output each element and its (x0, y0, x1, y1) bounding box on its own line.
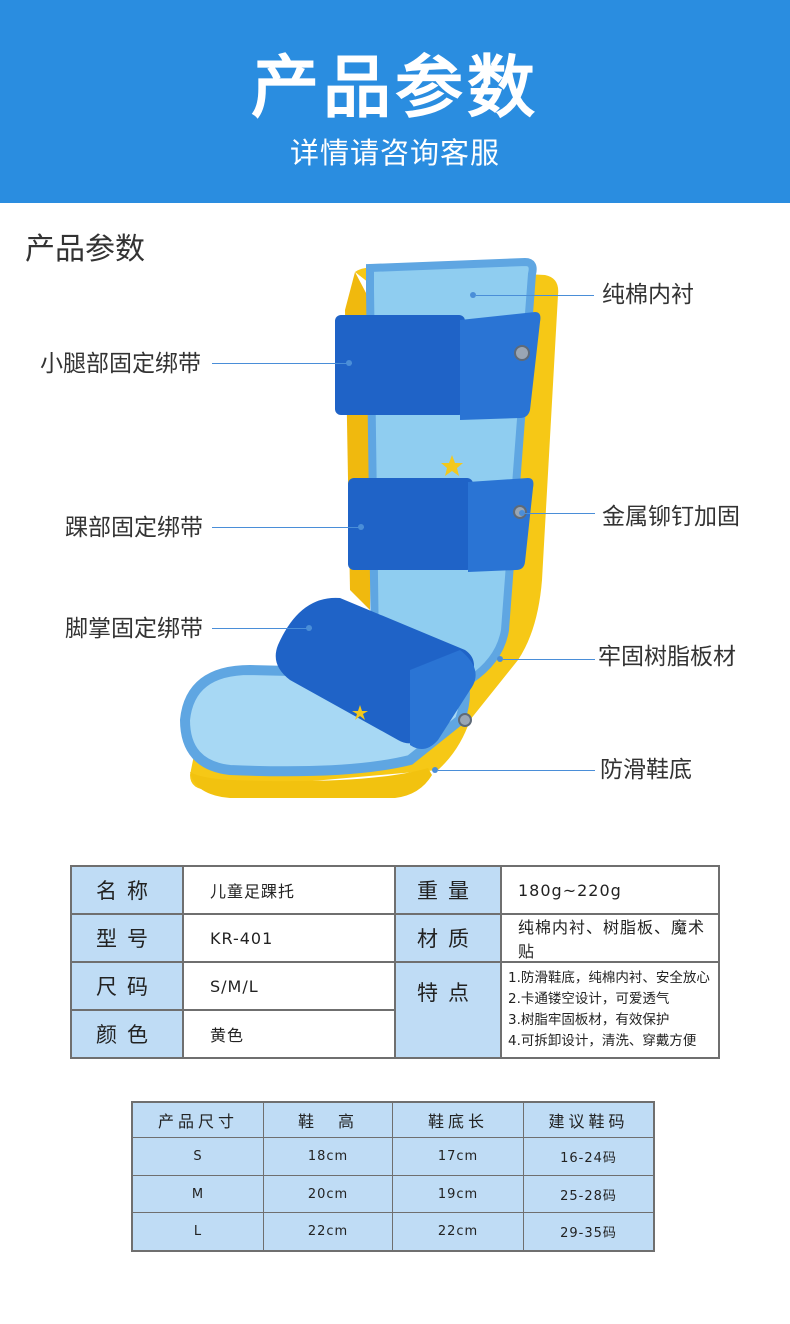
size-cell: 16-24码 (524, 1138, 653, 1176)
sole-strap-tab (410, 650, 476, 749)
spec-weight-value: 180g~220g (502, 867, 718, 915)
sole-rivet (458, 713, 472, 727)
header-banner: 产品参数 详情请咨询客服 (0, 0, 790, 203)
spec-size-value: S/M/L (184, 963, 396, 1011)
banner-subtitle: 详情请咨询客服 (289, 136, 500, 170)
callout-line (212, 363, 352, 364)
size-cell: M (133, 1176, 264, 1213)
spec-features-list: 1.防滑鞋底，纯棉内衬、安全放心 2.卡通镂空设计，可爱透气 3.树脂牢固板材，… (502, 963, 718, 1057)
ankle-brace-image (179, 257, 559, 798)
callout-ankle-strap: 踝部固定绑带 (65, 515, 203, 541)
size-cell: L (133, 1213, 264, 1250)
spec-weight-label: 重量 (396, 867, 502, 915)
callout-cotton-lining: 纯棉内衬 (602, 282, 694, 308)
calf-rivet (514, 345, 530, 361)
callout-line (476, 295, 594, 296)
spec-material-value: 纯棉内衬、树脂板、魔术贴 (502, 915, 718, 963)
spec-feature-item: 4.可拆卸设计，清洗、穿戴方便 (508, 1033, 697, 1049)
size-header-cell: 鞋底长 (393, 1103, 524, 1138)
spec-material-label: 材质 (396, 915, 502, 963)
callout-line (212, 527, 364, 528)
size-cell: 25-28码 (524, 1176, 653, 1213)
spec-feature-item: 2.卡通镂空设计，可爱透气 (508, 991, 670, 1007)
callout-sole-strap: 脚掌固定绑带 (65, 616, 203, 642)
size-cell: 22cm (264, 1213, 393, 1250)
size-cell: 29-35码 (560, 1226, 617, 1241)
callout-dot (306, 625, 312, 631)
spec-feature-item: 3.树脂牢固板材，有效保护 (508, 1012, 670, 1028)
callout-resin-board: 牢固树脂板材 (598, 644, 736, 670)
callout-line (525, 513, 595, 514)
size-header-cell: 产品尺寸 (133, 1103, 264, 1138)
callout-dot (346, 360, 352, 366)
callout-line (503, 659, 595, 660)
spec-feature-item: 1.防滑鞋底，纯棉内衬、安全放心 (508, 970, 710, 986)
calf-strap-tab (460, 312, 541, 420)
size-header-cell: 鞋 高 (264, 1103, 393, 1138)
calf-strap (335, 315, 465, 415)
size-header-cell: 建议鞋码 (524, 1103, 653, 1138)
callout-dot (497, 656, 503, 662)
callout-metal-rivet: 金属铆钉加固 (602, 504, 740, 530)
callout-dot (470, 292, 476, 298)
spec-name-value: 儿童足踝托 (184, 867, 396, 915)
spec-size-label: 尺码 (72, 963, 184, 1011)
size-cell: 20cm (264, 1176, 393, 1213)
callout-line (438, 770, 595, 771)
callout-calf-strap: 小腿部固定绑带 (40, 351, 201, 377)
callout-antislip-sole: 防滑鞋底 (600, 757, 692, 783)
antislip-sole (190, 768, 432, 798)
callout-dot (358, 524, 364, 530)
ankle-strap (348, 478, 473, 570)
size-cell: 19cm (393, 1176, 524, 1213)
star-icon (441, 455, 463, 476)
banner-title: 产品参数 (250, 49, 539, 128)
spec-name-label: 名称 (72, 867, 184, 915)
ankle-strap-tab (468, 478, 534, 572)
spec-model-value: KR-401 (184, 915, 396, 963)
size-cell: 22cm (393, 1213, 524, 1250)
star-icon (352, 705, 368, 720)
size-cell: 18cm (264, 1138, 393, 1176)
spec-color-value: 黄色 (184, 1011, 396, 1057)
callout-line (212, 628, 312, 629)
size-table: 产品尺寸 鞋 高 鞋底长 建议鞋码 S 18cm 17cm 16-24码 M 2… (131, 1101, 655, 1252)
callout-dot (519, 510, 525, 516)
section-title: 产品参数 (25, 232, 145, 267)
callout-dot (432, 767, 438, 773)
size-cell: S (133, 1138, 264, 1176)
size-cell: 17cm (393, 1138, 524, 1176)
spec-model-label: 型号 (72, 915, 184, 963)
spec-features-label: 特点 (396, 963, 502, 1057)
spec-table: 名称 儿童足踝托 重量 180g~220g 型号 KR-401 材质 纯棉内衬、… (70, 865, 720, 1059)
spec-color-label: 颜色 (72, 1011, 184, 1057)
